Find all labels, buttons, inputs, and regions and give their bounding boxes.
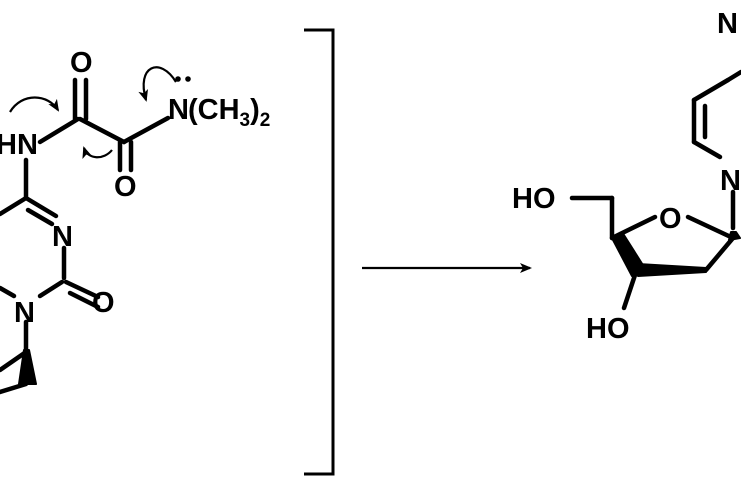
bond-c1p-o [685,214,736,241]
bond-sugar-left [0,349,29,373]
right-bracket-icon [304,28,335,476]
bond-c1p-c2p [703,235,736,273]
bond-c1-c2 [77,116,127,145]
bond-c3p-oh [621,269,639,311]
label-o-furanose: O [659,203,682,235]
bond-c2-namine [121,115,171,145]
label-o-top: O [70,47,93,79]
amine-group-subscript: 3 [240,110,251,131]
label-n-ring-top: N [52,221,73,253]
curved-arrow-carbonyl [82,146,113,160]
label-n-ring-bottom: N [14,297,35,329]
label-mask-n-top [714,4,741,40]
bond-c4-c5 [0,195,29,217]
bond-top-n-down [725,69,741,83]
lone-pair-dot-2 [185,76,191,82]
bond-sugar-bottom [0,381,29,395]
lone-pair-dots-icon [175,76,181,82]
bond-c2-o-a [63,279,101,300]
label-n-top: N [717,8,738,40]
curved-arrow-lone-pair [138,66,177,102]
bond-nh-c1 [37,116,81,145]
bond-wedge-c3p-c2p [637,263,707,277]
amine-group-open: (CH [188,94,240,126]
amine-group-close: ) [250,94,260,126]
bond-n1-c6 [0,285,17,299]
bond-ring-c6-n1 [691,139,723,160]
label-n-ring: N [720,165,741,197]
label-n-amine: N [168,94,189,126]
label-o-lower: O [114,171,137,203]
bond-wedge-c4p-c3p [611,231,647,277]
bond-c4-n3-b [25,207,55,227]
bond-c2-n1 [37,279,65,299]
curved-arrow-nh [9,96,60,113]
label-amine-group: (CH3)2 [188,94,270,131]
amine-group-count: 2 [260,110,271,131]
label-ho-secondary: HO [586,313,630,345]
intermediate-structure: HN O O N (CH3)2 N O N [0,47,270,395]
bond-wedge-c1p-n [728,231,741,241]
label-hn: HN [0,129,38,161]
product-structure: N N HO O HO [512,4,741,345]
label-o-ring: O [92,287,115,319]
bond-c4-n3-a [23,195,59,219]
bond-wedge-sugar [18,349,37,385]
label-ho-primary: HO [512,183,556,215]
bond-c2-o-b [67,290,101,310]
bond-ring-c4-c5 [691,77,731,103]
